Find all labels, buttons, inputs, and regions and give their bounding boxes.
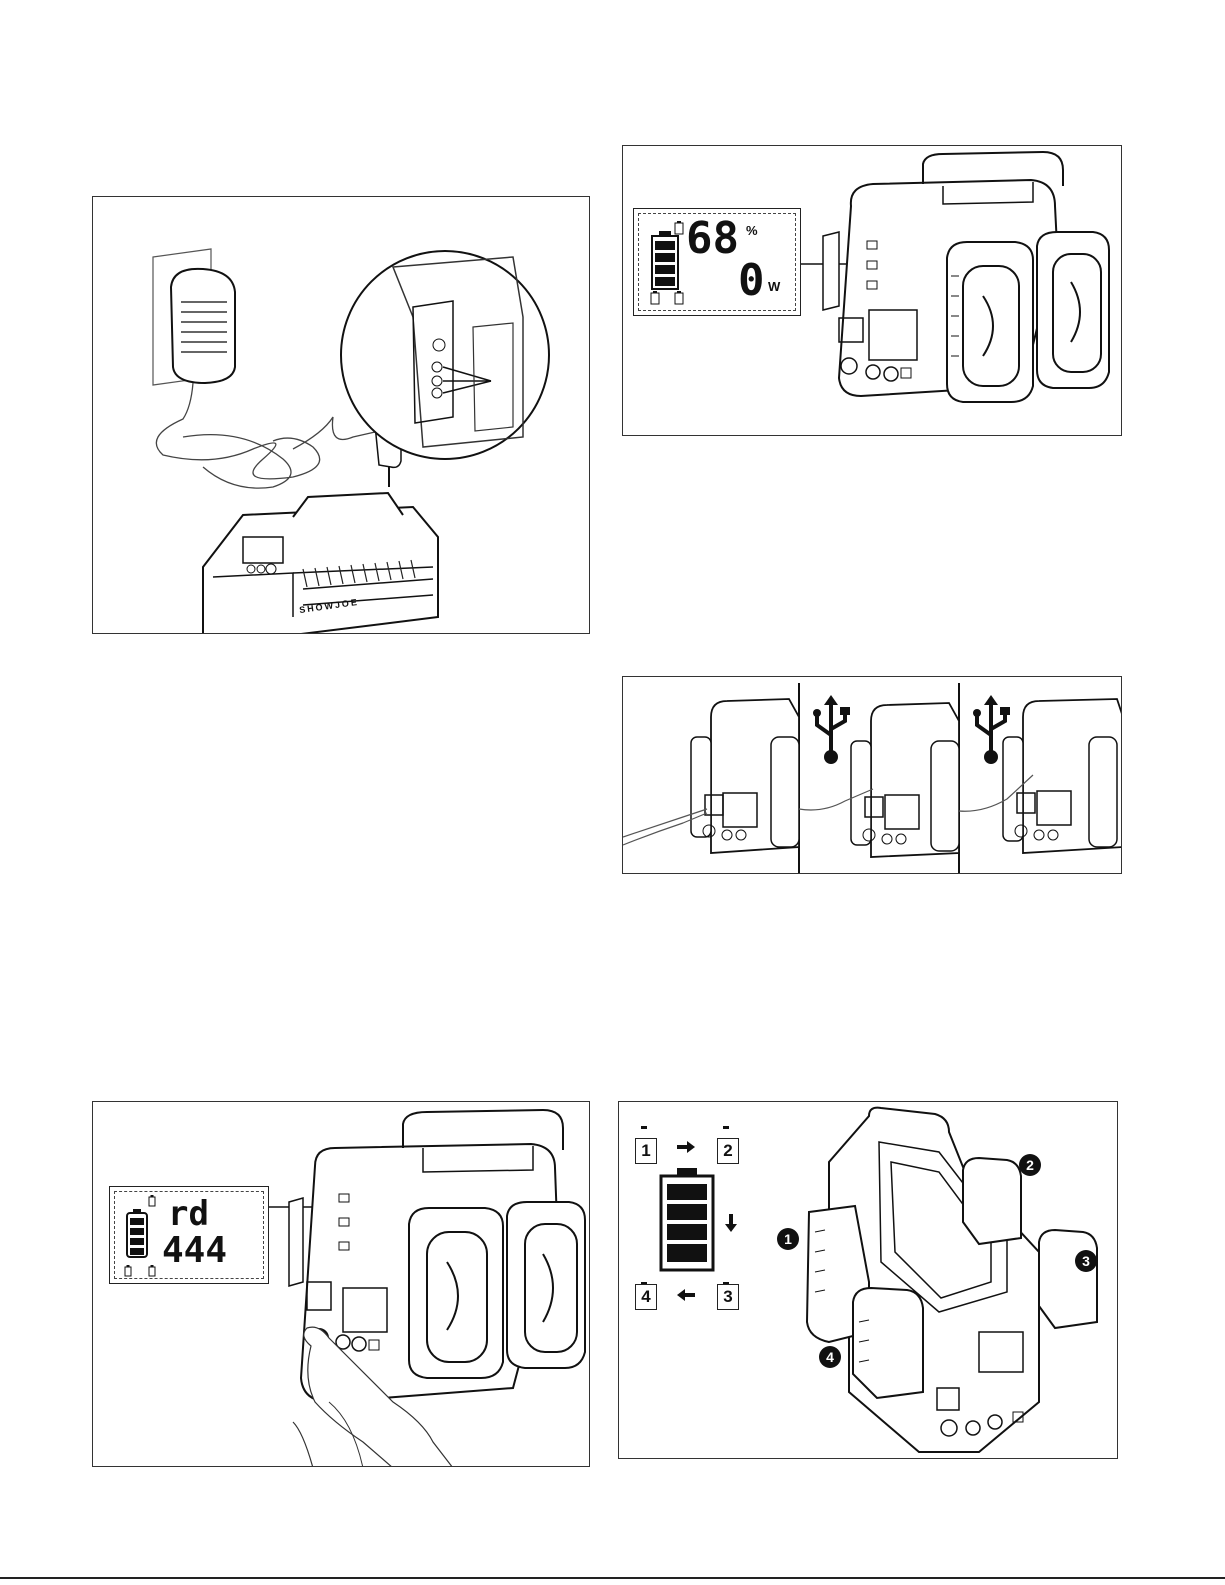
sequence-label-4: 4 [635, 1284, 657, 1310]
lcd-power-unit: W [768, 279, 780, 294]
sequence-label-2: 2 [717, 1138, 739, 1164]
battery-level-icon [126, 1209, 148, 1259]
lcd-percent-unit: % [746, 223, 758, 238]
usb-icon [809, 695, 853, 765]
slot-battery-icon [674, 291, 684, 305]
power-button-illustration [93, 1102, 590, 1467]
slot-battery-icon [650, 291, 660, 305]
sequence-illustration [619, 1102, 1118, 1459]
battery-slot-badge-3: 3 [1075, 1250, 1097, 1272]
lcd-code-line-2: 444 [162, 1231, 227, 1271]
battery-slot-badge-2: 2 [1019, 1154, 1041, 1176]
figure-usb-charging [622, 676, 1122, 874]
lcd-percent-value: 68 [686, 215, 739, 263]
sequence-label-3: 3 [717, 1284, 739, 1310]
battery-level-icon [650, 231, 680, 291]
slot-battery-icon [124, 1265, 132, 1277]
battery-slot-badge-1: 1 [777, 1228, 799, 1250]
page-footer-rule [0, 1577, 1225, 1579]
figure-battery-sequence: 1 2 3 4 1 2 3 4 [618, 1101, 1118, 1459]
lcd-code-line-1: rd [168, 1195, 209, 1233]
lcd-display-callout-rd: rd 444 [109, 1186, 269, 1284]
usb-chain-illustration [623, 677, 1122, 874]
figure-charger-battery: SHOWJOE [92, 196, 590, 634]
lcd-power-value: 0 [738, 257, 765, 305]
charger-battery-illustration [93, 197, 590, 634]
lcd-display-callout: 68 % 0 W [633, 208, 801, 316]
slot-battery-icon [148, 1195, 156, 1207]
figure-power-button-press: rd 444 [92, 1101, 590, 1467]
sequence-label-1: 1 [635, 1138, 657, 1164]
slot-battery-icon [674, 221, 684, 235]
figure-power-station-display: 68 % 0 W [622, 145, 1122, 436]
usb-icon [969, 695, 1013, 765]
slot-battery-icon [148, 1265, 156, 1277]
battery-slot-badge-4: 4 [819, 1346, 841, 1368]
